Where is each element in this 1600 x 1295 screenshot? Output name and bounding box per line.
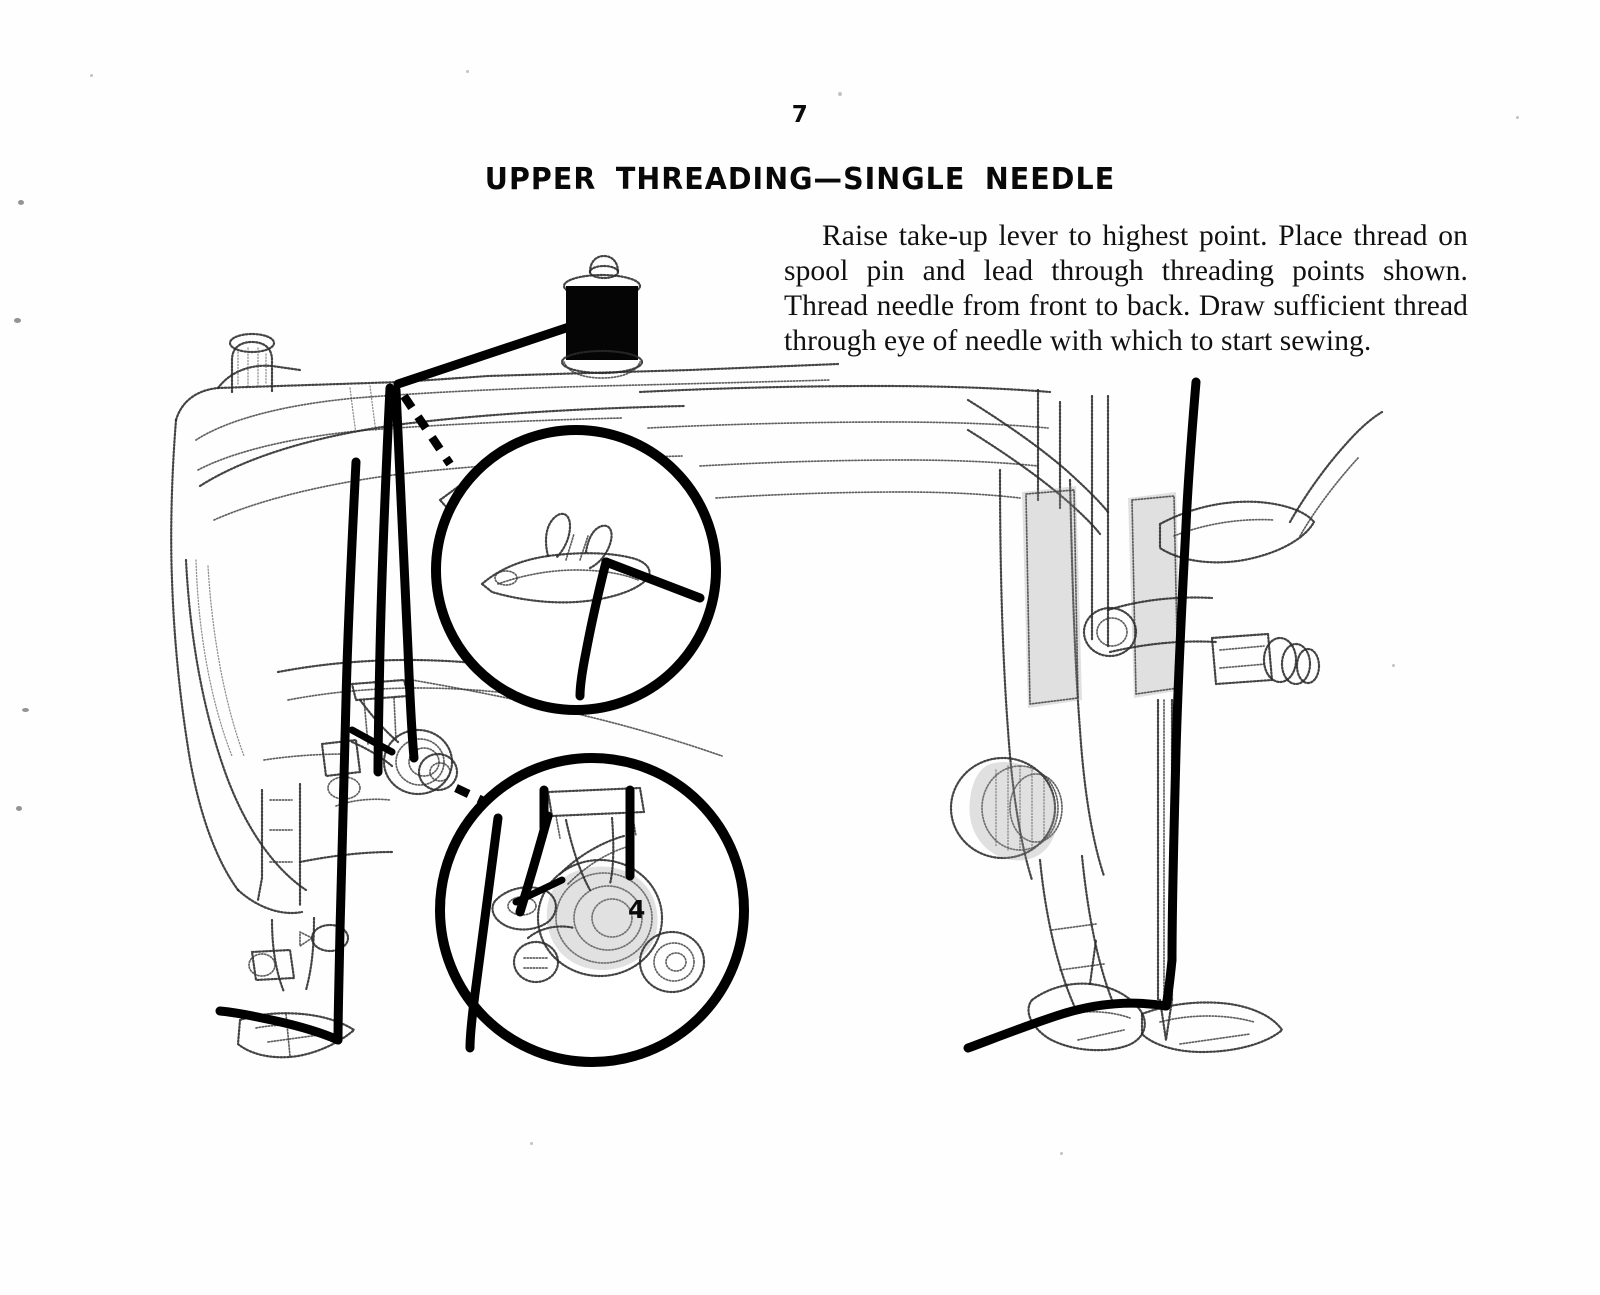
right-knurled-knob bbox=[949, 756, 1063, 861]
right-thread-path bbox=[963, 377, 1201, 1053]
detail-label-4: 4 bbox=[628, 895, 645, 924]
right-needle-bar-lower bbox=[1027, 698, 1284, 1054]
thread-spool bbox=[560, 254, 644, 379]
left-tension-assembly bbox=[320, 678, 459, 807]
page-number: 7 bbox=[791, 102, 809, 128]
instruction-paragraph: Raise take-up lever to highest point. Pl… bbox=[784, 220, 1468, 357]
machine-head-body bbox=[170, 332, 1052, 915]
machine-head-shading bbox=[195, 385, 377, 757]
upper-detail-leader bbox=[400, 393, 454, 467]
tension-detail-leader bbox=[454, 784, 496, 810]
left-thread-path bbox=[215, 321, 577, 1045]
right-face-plate bbox=[966, 388, 1384, 882]
page-title: UPPER THREADING—SINGLE NEEDLE bbox=[484, 162, 1116, 197]
upper-thread-guide-detail bbox=[431, 425, 721, 715]
left-needle-bar-assembly bbox=[236, 782, 356, 1059]
tension-assembly-detail: 4 bbox=[435, 753, 749, 1067]
